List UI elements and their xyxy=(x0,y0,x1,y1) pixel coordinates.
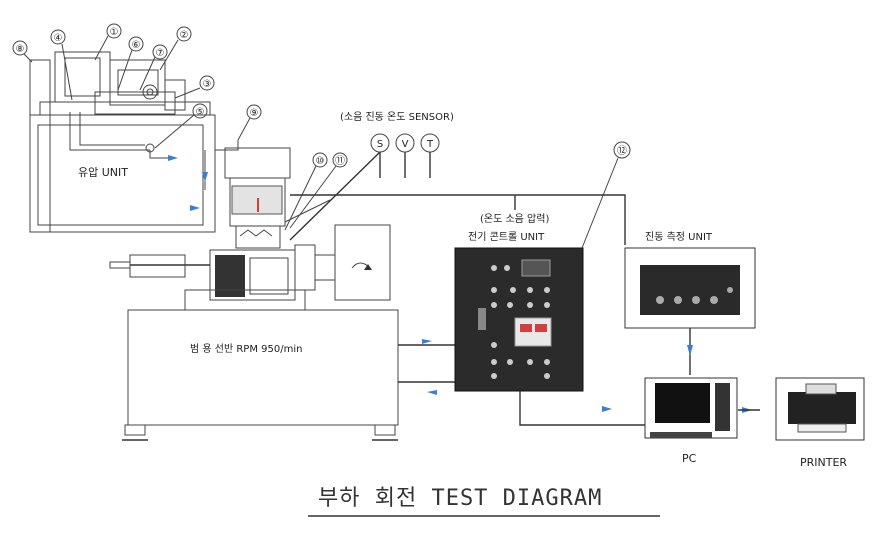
printer-label: PRINTER xyxy=(800,456,847,469)
callout-4: ④ xyxy=(54,33,63,44)
printer xyxy=(775,377,865,441)
signal-line xyxy=(290,194,626,245)
control-caption-2: 전기 콘트롤 UNIT xyxy=(468,231,545,243)
diagram-title: 부하 회전 TEST DIAGRAM xyxy=(318,486,602,511)
sensor-t: T xyxy=(426,139,434,150)
callout-6: ⑥ xyxy=(132,40,141,51)
control-panel xyxy=(454,247,584,392)
sensor-s: S xyxy=(377,139,383,150)
callout-7: ⑦ xyxy=(156,48,165,59)
callout-11: ⑪ xyxy=(335,155,345,167)
callout-1: ① xyxy=(110,27,119,38)
pc xyxy=(644,377,738,439)
flow-arrow xyxy=(168,155,178,161)
callout-12: ⑫ xyxy=(617,145,627,157)
test-head xyxy=(209,147,296,301)
lathe xyxy=(109,224,399,441)
callout-3: ③ xyxy=(203,79,212,90)
sensor-caption: (소음 진동 온도 SENSOR) xyxy=(340,111,454,123)
flow-arrow xyxy=(422,339,432,344)
callout-10: ⑩ xyxy=(316,156,325,167)
callout-9: ⑨ xyxy=(250,108,259,119)
lathe-label: 범 용 선반 RPM 950/min xyxy=(190,343,302,355)
pc-label: PC xyxy=(682,452,697,465)
flow-arrow xyxy=(687,345,693,356)
callout-8: ⑧ xyxy=(16,44,25,55)
hydraulic-unit xyxy=(29,51,216,233)
vibration-unit-label: 진동 측정 UNIT xyxy=(645,231,713,243)
callout-5: ⑤ xyxy=(196,107,205,118)
sensor-v: V xyxy=(402,139,409,150)
control-caption-1: (온도 소음 압력) xyxy=(480,212,549,225)
callout-markers: ① ② ③ ④ ⑤ ⑥ ⑦ ⑧ ⑨ ⑩ ⑪ ⑫ xyxy=(12,23,631,249)
callout-2: ② xyxy=(180,30,189,41)
flow-arrow xyxy=(602,406,612,412)
flow-arrow xyxy=(202,172,208,182)
flow-arrow xyxy=(190,205,200,211)
flow-arrow xyxy=(427,390,437,395)
vibration-unit xyxy=(624,247,756,329)
oil-unit-label: 유압 UNIT xyxy=(78,166,128,179)
